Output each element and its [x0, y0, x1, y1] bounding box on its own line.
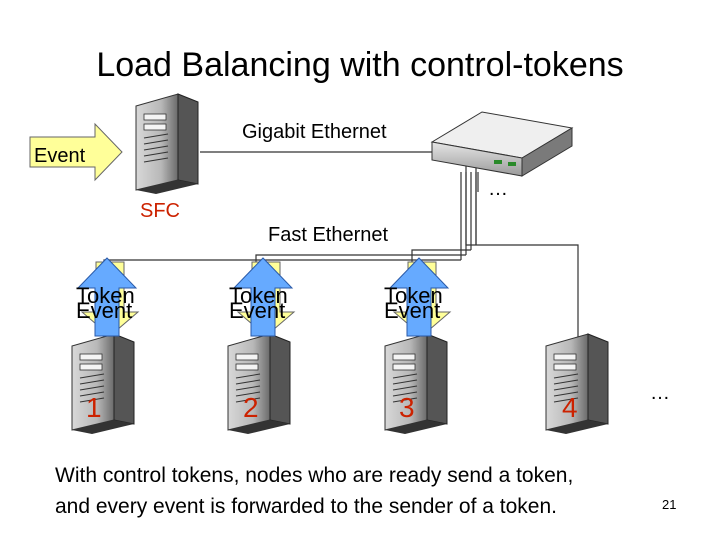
- token-label: Token: [76, 283, 135, 308]
- page-number: 21: [662, 497, 677, 512]
- token-up-arrow-icon: [388, 257, 450, 337]
- node-server-icon: [384, 333, 448, 435]
- caption-line: and every event is forwarded to the send…: [55, 495, 557, 518]
- sfc-label: SFC: [140, 200, 180, 222]
- node-number: 1: [86, 392, 102, 423]
- event-arrow-icon: [29, 122, 123, 182]
- gigabit-switch-icon: [430, 111, 574, 177]
- node-number: 4: [562, 392, 578, 423]
- node-number: 2: [243, 392, 259, 423]
- event-arrow-label: Event: [34, 145, 86, 167]
- node-server-icon: [71, 333, 135, 435]
- nodes-ellipsis: …: [650, 382, 670, 404]
- token-up-arrow-icon: [76, 257, 138, 337]
- token-label: Token: [229, 283, 288, 308]
- node-number: 3: [399, 392, 415, 423]
- event-label: Event: [229, 298, 286, 323]
- token-label: Token: [384, 283, 443, 308]
- fast-ethernet-label: Fast Ethernet: [268, 224, 389, 246]
- event-label: Event: [384, 298, 441, 323]
- sfc-server-icon: [135, 93, 199, 195]
- caption-line: With control tokens, nodes who are ready…: [55, 464, 574, 487]
- event-label: Event: [76, 298, 133, 323]
- gigabit-ethernet-label: Gigabit Ethernet: [242, 121, 387, 143]
- slide-caption: With control tokens, nodes who are ready…: [55, 460, 573, 522]
- switch-ellipsis: …: [488, 178, 508, 200]
- slide-title: Load Balancing with control-tokens: [96, 46, 624, 84]
- node-server-icon: [227, 333, 291, 435]
- network-cables: [103, 151, 579, 338]
- token-up-arrow-icon: [232, 257, 294, 337]
